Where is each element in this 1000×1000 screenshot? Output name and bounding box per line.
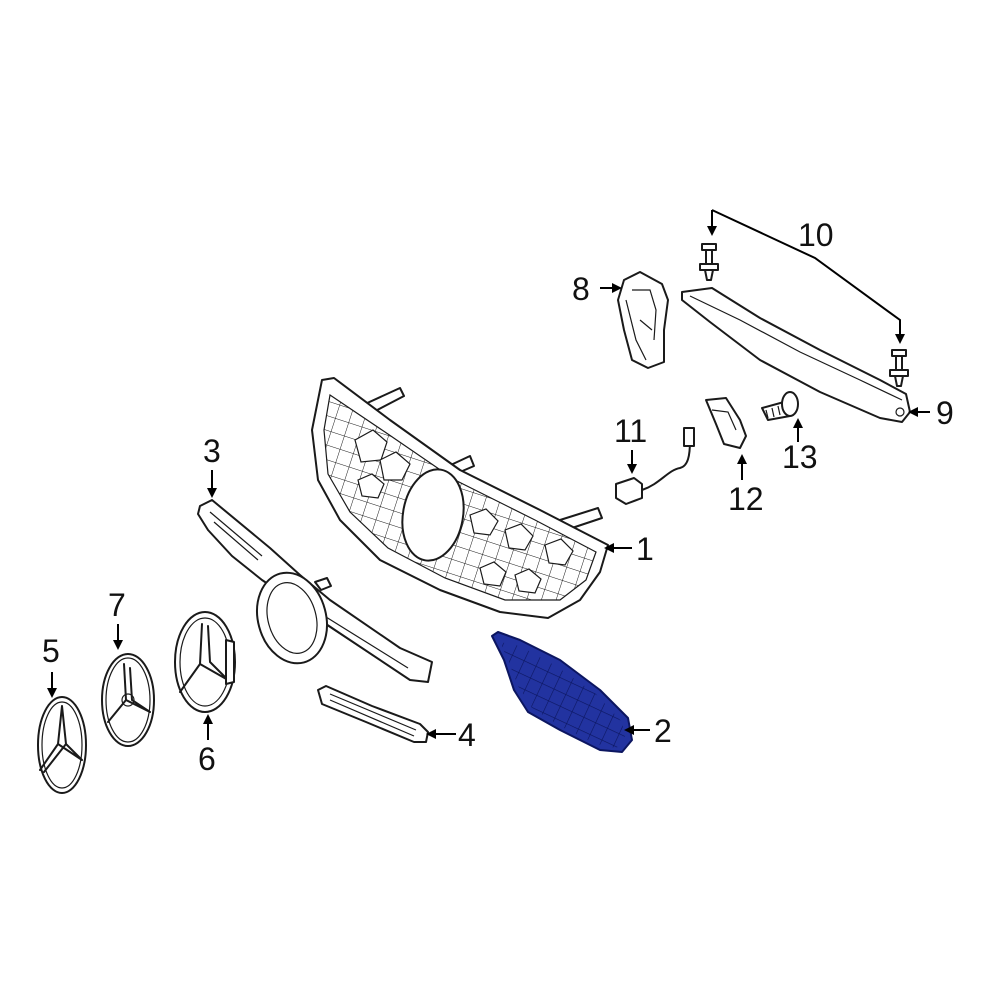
leader-6 [203,714,213,740]
callout-1: 1 [636,531,654,567]
callout-12: 12 [728,481,764,517]
main-grille[interactable] [311,377,609,619]
bolt-10-right[interactable] [889,349,909,387]
leader-2 [624,725,650,735]
lower-grille-insert[interactable] [491,631,633,753]
side-bracket[interactable] [617,271,669,369]
sensor-11[interactable] [615,427,695,505]
leader-5 [47,672,57,698]
callout-13: 13 [782,439,818,475]
callout-2: 2 [654,713,672,749]
leader-8 [600,283,622,293]
leader-13 [793,418,803,442]
star-emblem-5[interactable] [37,696,87,794]
leader-4 [426,729,456,739]
callout-10: 10 [798,217,834,253]
callout-7: 7 [108,587,126,623]
bolt-10-left[interactable] [699,243,719,281]
leader-3 [207,470,217,498]
star-emblem-7[interactable] [101,653,155,747]
leader-7 [113,624,123,650]
leader-10 [707,209,905,344]
leader-9 [908,407,930,417]
leader-11 [627,450,637,474]
callout-8: 8 [572,271,590,307]
callout-9: 9 [936,395,954,431]
grille-trim-bar[interactable] [197,499,433,683]
callout-11: 11 [614,413,647,449]
screw-13[interactable] [761,391,799,421]
lower-trim-strip[interactable] [317,685,429,743]
callout-4: 4 [458,717,476,753]
bracket-12[interactable] [705,397,747,449]
callout-6: 6 [198,741,216,777]
leader-12 [737,454,747,480]
leader-1 [604,543,632,553]
upper-support-bar[interactable] [681,287,911,423]
callout-5: 5 [42,633,60,669]
distronic-emblem-6[interactable] [174,611,236,713]
callout-3: 3 [203,433,221,469]
